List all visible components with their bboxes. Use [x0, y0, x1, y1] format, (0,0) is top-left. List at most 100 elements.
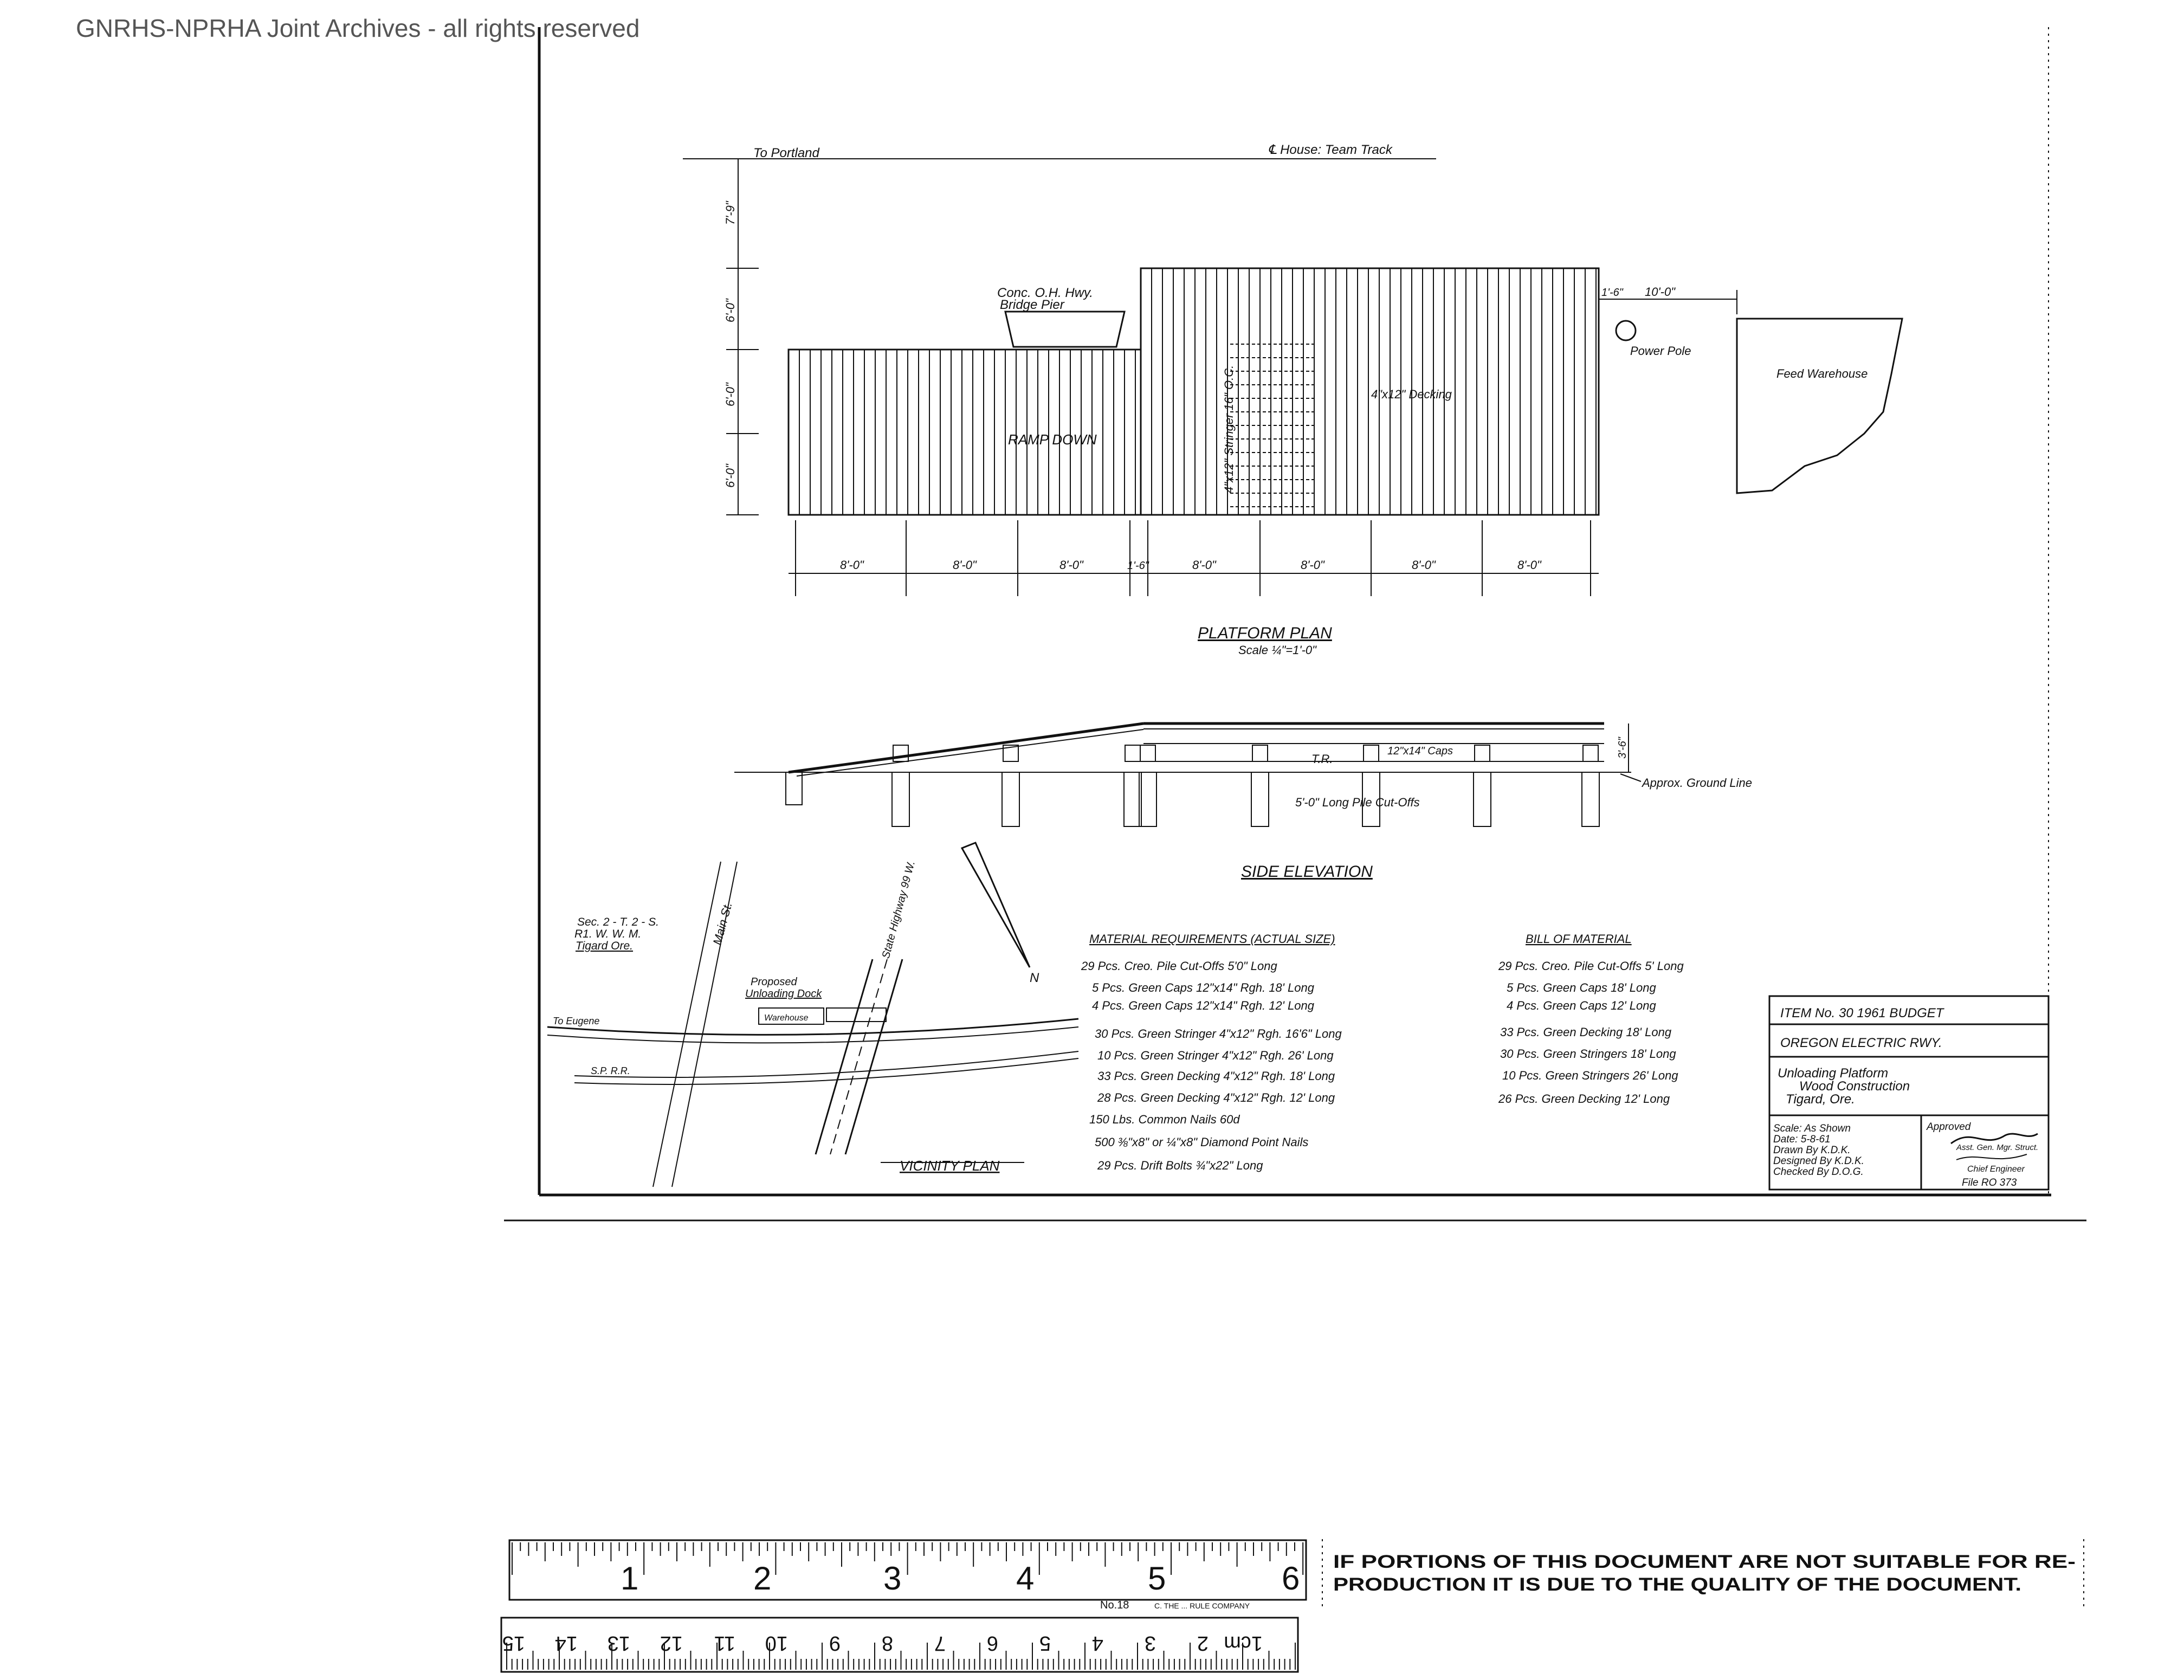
title-checked: Checked By D.O.G.: [1773, 1166, 1864, 1178]
notice-line-2: PRODUCTION IT IS DUE TO THE QUALITY OF T…: [1333, 1574, 2021, 1595]
pile-cap: [1582, 745, 1599, 762]
tr-label: T.R.: [1311, 752, 1333, 766]
title-approver-2: Chief Engineer: [1967, 1165, 2025, 1174]
pile-cut-off: [1251, 772, 1269, 827]
title-approver-1: Asst. Gen. Mgr. Struct.: [1956, 1143, 2038, 1152]
feed-warehouse-label: Feed Warehouse: [1776, 367, 1868, 380]
title-desc-1: Unloading Platform: [1778, 1066, 1888, 1081]
bill-row: 30 Pcs. Green Stringers 18' Long: [1500, 1047, 1676, 1061]
inch-label: 5: [1148, 1560, 1166, 1597]
cm-label: 8: [882, 1632, 893, 1655]
cm-label: 2: [1197, 1632, 1209, 1655]
pile-cap: [1252, 745, 1268, 762]
proposed-label-1: Proposed: [751, 976, 797, 988]
sec-line-1: Sec. 2 - T. 2 - S.: [577, 916, 659, 928]
dim-left-3: 6'-0": [723, 382, 737, 406]
pile-cut-off: [1581, 772, 1600, 827]
dim-bottom-8: 8'-0": [1517, 558, 1542, 572]
sheet-border: [504, 27, 2086, 1222]
highway-label: State Highway 99 W.: [880, 860, 917, 960]
mat-row: 28 Pcs. Green Decking 4"x12" Rgh. 12' Lo…: [1097, 1091, 1335, 1104]
pile-cut-off: [1362, 772, 1380, 827]
power-pole-label: Power Pole: [1630, 344, 1691, 358]
pile-cut-offs: [785, 745, 1600, 827]
pile-cut-off: [1139, 772, 1157, 827]
mat-row: 10 Pcs. Green Stringer 4"x12" Rgh. 26' L…: [1097, 1049, 1334, 1062]
ramp-label: RAMP DOWN: [1008, 431, 1097, 448]
stringer-label: 4"x12" Stringer 16" O.C.: [1222, 365, 1236, 493]
title-date: Date: 5-8-61: [1773, 1134, 1831, 1145]
platform-plan-title: PLATFORM PLAN: [1198, 624, 1332, 642]
main-st-label: Main St.: [710, 901, 735, 946]
cm-label: 9: [829, 1632, 841, 1655]
title-scale: Scale: As Shown: [1773, 1123, 1851, 1134]
inch-label: 4: [1016, 1560, 1034, 1597]
dim-bottom-6: 8'-0": [1301, 558, 1325, 572]
approver-signature-2-icon: [1956, 1154, 2027, 1160]
cutoff-label: 5'-0" Long Pile Cut-Offs: [1295, 796, 1420, 809]
cm-label: 1cm: [1224, 1632, 1263, 1655]
cm-label: 14: [555, 1632, 578, 1655]
watermark-text: GNRHS-NPRHA Joint Archives - all rights …: [76, 14, 639, 42]
pile-cap: [1140, 745, 1156, 762]
cm-label: 5: [1039, 1632, 1051, 1655]
cm-scale-ticks: [506, 1643, 1296, 1670]
title-approved: Approved: [1926, 1121, 1972, 1133]
north-label: N: [1030, 971, 1039, 985]
decking-label: 4"x12" Decking: [1371, 387, 1452, 401]
inch-label: 1: [621, 1560, 638, 1597]
dim-bottom-3: 8'-0": [1059, 558, 1084, 572]
title-file: File RO 373: [1962, 1177, 2017, 1188]
dim-bottom-7: 8'-0": [1412, 558, 1436, 572]
pile-cap: [1474, 745, 1490, 762]
caps-label: 12"x14" Caps: [1387, 745, 1453, 757]
cm-label: 6: [987, 1632, 998, 1655]
pier-label-line-1: Conc. O.H. Hwy.: [997, 286, 1093, 300]
platform-plan: To Portland ℄ House: Team Track 7'-9" 6'…: [683, 143, 1903, 657]
bill-row: 33 Pcs. Green Decking 18' Long: [1500, 1025, 1672, 1039]
dim-bottom-5: 8'-0": [1192, 558, 1217, 572]
ruler: 1 2 3 4 5 6 No.18 C. THE ... RULE COMPAN…: [500, 1539, 1307, 1673]
sp-rr-label: S.P. R.R.: [591, 1065, 630, 1076]
dim-right-gap: 1'-6": [1601, 287, 1624, 299]
bill-row: 5 Pcs. Green Caps 18' Long: [1507, 981, 1656, 994]
pile-cut-off: [891, 772, 910, 827]
bill-row: 26 Pcs. Green Decking 12' Long: [1498, 1092, 1670, 1106]
sec-line-2: R1. W. W. M.: [574, 928, 641, 940]
title-desc-3: Tigard, Ore.: [1786, 1092, 1855, 1107]
to-eugene-label: To Eugene: [553, 1016, 599, 1026]
ground-label: Approx. Ground Line: [1641, 776, 1752, 790]
pile-cap: [1125, 745, 1141, 762]
cm-label: 12: [660, 1632, 683, 1655]
mat-row: 150 Lbs. Common Nails 60d: [1089, 1113, 1240, 1126]
decking-lines: [799, 268, 1597, 515]
dim-bottom-4: 1'-6": [1127, 560, 1149, 572]
to-portland-label: To Portland: [753, 146, 820, 160]
north-arrow-icon: [960, 842, 1031, 968]
inch-label: 2: [753, 1560, 771, 1597]
proposed-dock-box: [826, 1007, 887, 1022]
dim-right: 10'-0": [1645, 285, 1676, 299]
title-designed: Designed By K.D.K.: [1773, 1155, 1864, 1167]
house-track-label: ℄ House: Team Track: [1268, 143, 1393, 157]
dim-left-2: 6'-0": [723, 298, 737, 322]
warehouse-box: [758, 1007, 824, 1025]
title-railway: OREGON ELECTRIC RWY.: [1780, 1036, 1942, 1050]
platform-plan-scale: Scale ¼"=1'-0": [1238, 643, 1317, 657]
bill-of-material-title: BILL OF MATERIAL: [1526, 932, 1632, 946]
bill-of-material: BILL OF MATERIAL 29 Pcs. Creo. Pile Cut-…: [1498, 932, 1684, 1106]
inch-label: 6: [1282, 1560, 1300, 1597]
pile-cut-off: [785, 772, 803, 805]
title-desc-2: Wood Construction: [1799, 1079, 1910, 1094]
bridge-pier-shape: [1004, 311, 1126, 348]
feed-warehouse-outline: [1736, 318, 1903, 494]
sec-line-3: Tigard Ore.: [576, 940, 633, 952]
bill-row: 4 Pcs. Green Caps 12' Long: [1507, 999, 1656, 1012]
bent-centerlines: [795, 520, 1591, 596]
cm-label: 10: [765, 1632, 788, 1655]
reproduction-notice: IF PORTIONS OF THIS DOCUMENT ARE NOT SUI…: [1322, 1539, 2084, 1607]
cm-label: 15: [502, 1632, 525, 1655]
cm-labels: 1cm 2 3 4 5 6 7 8 9 10 11 12 13 14 15: [502, 1632, 1263, 1655]
cm-label: 4: [1092, 1632, 1103, 1655]
mat-row: 29 Pcs. Drift Bolts ¾"x22" Long: [1097, 1159, 1263, 1172]
